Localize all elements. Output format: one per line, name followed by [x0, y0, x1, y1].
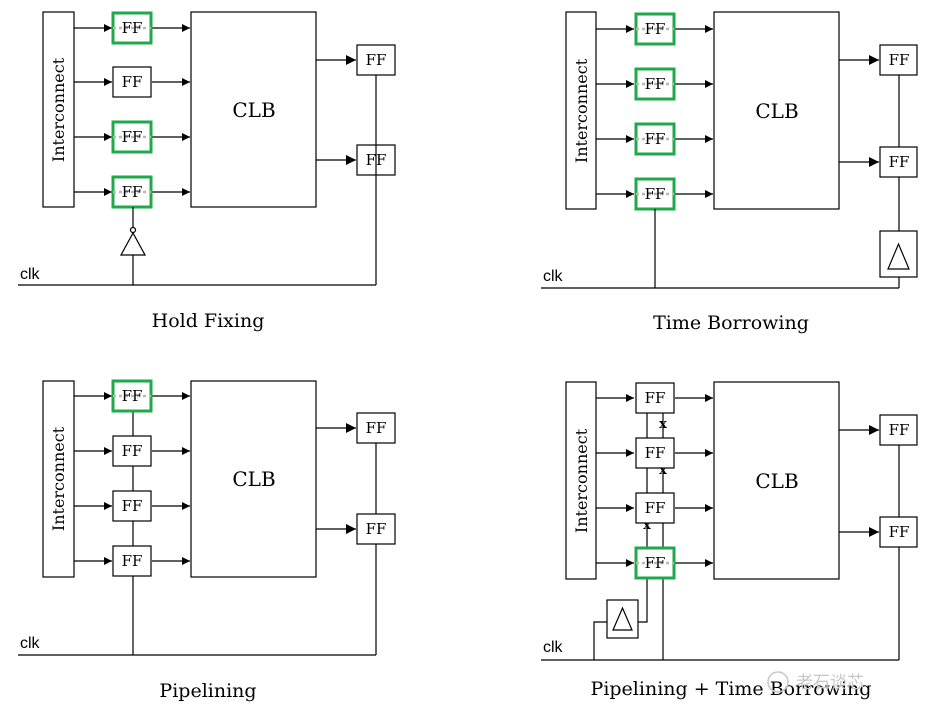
clb-block — [713, 381, 840, 580]
ff-register — [356, 44, 396, 76]
ff-label: FF — [645, 185, 666, 203]
panel-caption: Pipelining — [159, 680, 256, 702]
ff-label: FF — [122, 19, 143, 37]
broken-clock-mark: x — [659, 417, 667, 432]
ff-label: FF — [645, 389, 666, 407]
delay-buffer-icon — [119, 231, 147, 256]
ff-label: FF — [122, 442, 143, 460]
delay-buffer-icon — [887, 242, 910, 270]
ff-label: FF — [889, 421, 910, 439]
ff-label: FF — [645, 499, 666, 517]
panel-caption: Pipelining + Time Borrowing — [591, 678, 872, 700]
interconnect-block — [565, 381, 597, 580]
ff-label: FF — [366, 51, 387, 69]
ff-label: FF — [366, 419, 387, 437]
wechat-icon — [767, 671, 789, 693]
interconnect-label: Interconnect — [572, 428, 591, 533]
panel-pipelining-time-borrowing: Interconnect x x x FF FF FF FF CLB — [541, 381, 918, 700]
ff-register — [112, 435, 152, 467]
ff-label: FF — [645, 130, 666, 148]
panel-pipelining: Interconnect FF FF FF FF CLB FF FF — [18, 379, 396, 702]
interconnect-block — [42, 380, 75, 578]
clb-label: CLB — [755, 469, 798, 493]
panel-hold-fixing: Interconnect FF FF FF FF CLB FF FF — [18, 11, 396, 332]
broken-clock-mark: x — [643, 518, 651, 533]
panel-time-borrowing: Interconnect FF FF FF FF CLB FF FF — [541, 11, 918, 334]
ff-label: FF — [645, 554, 666, 572]
ff-label: FF — [122, 128, 143, 146]
interconnect-label: Interconnect — [49, 57, 68, 162]
ff-register — [112, 490, 152, 522]
ff-register — [879, 44, 918, 76]
clock-delay-block — [879, 230, 918, 278]
ff-label: FF — [889, 523, 910, 541]
ff-label: FF — [366, 520, 387, 538]
watermark: 老石谈芯 — [767, 671, 864, 693]
clk-label: clk — [20, 266, 41, 283]
ff-label: FF — [645, 20, 666, 38]
delay-buffer-icon — [612, 606, 633, 631]
clb-block — [190, 380, 317, 578]
ff-label: FF — [645, 75, 666, 93]
clk-label: clk — [543, 639, 564, 656]
ff-label: FF — [889, 51, 910, 69]
ff-label: FF — [122, 73, 143, 91]
inverter-bubble-icon — [129, 226, 137, 234]
interconnect-label: Interconnect — [49, 426, 68, 531]
interconnect-block — [565, 11, 597, 210]
interconnect-block — [42, 11, 75, 208]
ff-label: FF — [122, 387, 143, 405]
ff-register — [635, 492, 675, 524]
watermark-text: 老石谈芯 — [796, 673, 864, 692]
panel-caption: Time Borrowing — [653, 312, 809, 334]
ff-register — [879, 414, 918, 446]
clb-block — [713, 11, 840, 210]
panel-caption: Hold Fixing — [152, 310, 265, 332]
broken-clock-mark: x — [659, 463, 667, 478]
ff-label: FF — [122, 183, 143, 201]
interconnect-label: Interconnect — [572, 58, 591, 163]
ff-register — [112, 545, 152, 577]
ff-label: FF — [122, 552, 143, 570]
clb-label: CLB — [232, 98, 275, 122]
clk-label: clk — [543, 268, 564, 285]
ff-label: FF — [122, 497, 143, 515]
ff-label: FF — [645, 444, 666, 462]
clock-delay-block — [606, 599, 639, 639]
clk-label: clk — [20, 635, 41, 652]
ff-register — [635, 382, 675, 414]
ff-register — [112, 66, 152, 98]
clb-label: CLB — [755, 99, 798, 123]
clb-label: CLB — [232, 467, 275, 491]
clb-block — [190, 11, 317, 208]
ff-label: FF — [889, 153, 910, 171]
ff-register — [635, 437, 675, 469]
